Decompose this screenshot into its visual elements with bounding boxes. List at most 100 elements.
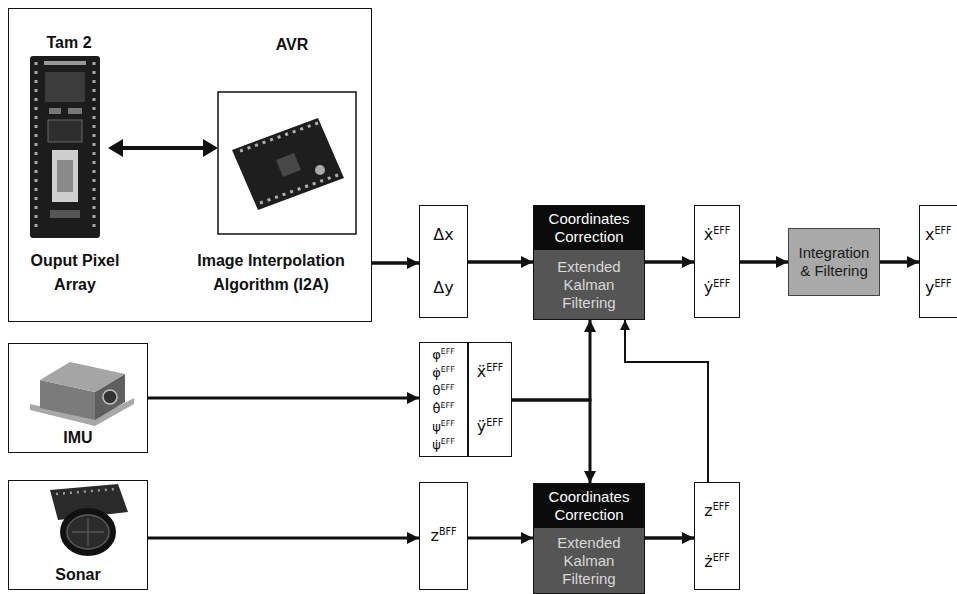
symbol-base: ψ <box>432 419 441 434</box>
superscript: EFF <box>934 279 951 290</box>
arrow-head <box>203 139 218 157</box>
superscript: EFF <box>713 279 730 290</box>
variable-label: żEFF <box>704 552 730 572</box>
pin-row <box>93 62 96 232</box>
symbol-base: φ <box>432 347 441 362</box>
link-line <box>120 146 206 150</box>
symbol-base: ż <box>704 552 712 571</box>
integration-box: Integration & Filtering <box>788 228 880 296</box>
superscript: EFF <box>713 552 730 563</box>
arrow-head <box>108 139 123 157</box>
part-heading: AVR <box>219 33 365 57</box>
superscript: EFF <box>441 383 455 392</box>
variable-label: ÿEFF <box>477 417 504 437</box>
pin-row <box>56 489 116 494</box>
superscript: EFF <box>441 401 455 410</box>
superscript: EFF <box>713 225 730 236</box>
block-body: Extended Kalman Filtering <box>534 250 644 319</box>
device-connector <box>103 390 117 404</box>
variable-label: zBFF <box>430 526 456 546</box>
variable-label: θ̇EFF <box>433 400 455 417</box>
flow-arrow <box>148 537 419 540</box>
superscript: EFF <box>486 363 503 374</box>
device-label: Sonar <box>9 565 147 585</box>
variable-label: φ̇EFF <box>432 364 454 381</box>
grill-line <box>87 518 89 546</box>
velocity-box: ẋEFFẏEFF <box>694 205 740 318</box>
variable-label: ẏEFF <box>704 278 731 298</box>
accel-box: ẍEFFÿEFF <box>468 342 512 457</box>
sonar-box: Sonar <box>8 480 148 590</box>
variable-label: zEFF <box>704 501 730 521</box>
flow-arrow <box>512 320 590 400</box>
board-chip <box>48 120 82 142</box>
variable-label: ψ̇EFF <box>432 436 454 453</box>
flow-arrow <box>148 397 419 400</box>
position-box: xEFFyEFF <box>919 205 957 318</box>
pin-row <box>240 123 318 151</box>
device-top <box>40 362 125 392</box>
flow-arrow <box>512 400 590 483</box>
part-heading: Tam 2 <box>19 31 119 55</box>
symbol-base: θ <box>433 383 441 398</box>
variable-label: ψEFF <box>432 418 454 435</box>
symbol-base: z <box>430 526 438 545</box>
variable-label: ẋEFF <box>704 225 731 245</box>
altitude-box: zEFFżEFF <box>694 482 740 590</box>
flow-arrow <box>880 260 919 264</box>
part-caption: Image Interpolation Algorithm (I2A) <box>173 249 369 297</box>
sensor-panel: Tam 2 AVR Ouput Pixel Array Image Interpola… <box>8 8 372 322</box>
imu-box: IMU <box>8 343 148 453</box>
superscript: BFF <box>439 526 457 537</box>
symbol-base: ẋ <box>704 225 713 244</box>
symbol-base: ÿ <box>477 417 486 436</box>
avr-board <box>218 92 356 234</box>
superscript: EFF <box>441 347 455 356</box>
flow-arrow <box>645 536 694 540</box>
symbol-base: φ̇ <box>432 365 441 380</box>
variable-label: ẍEFF <box>477 362 504 382</box>
avr-frame <box>218 92 356 234</box>
variable-label: θEFF <box>433 382 455 399</box>
block-body: Extended Kalman Filtering <box>534 528 644 593</box>
superscript: EFF <box>486 417 503 428</box>
superscript: EFF <box>441 438 455 447</box>
variable-label: φEFF <box>432 346 454 363</box>
ekf-box: Coordinates CorrectionExtended Kalman Fi… <box>533 483 645 594</box>
device-label: IMU <box>9 428 147 448</box>
link-arrow <box>108 139 218 157</box>
attitude-box: φEFFφ̇EFFθEFFθ̇EFFψEFFψ̇EFF <box>419 342 468 457</box>
superscript: EFF <box>934 225 951 236</box>
sonar-device <box>50 484 128 556</box>
board-part <box>68 108 82 114</box>
board-body <box>232 118 344 210</box>
variable-label: Δx <box>433 225 453 245</box>
symbol-base: θ̇ <box>433 401 441 416</box>
superscript: EFF <box>441 365 455 374</box>
block-header: Coordinates Correction <box>534 484 644 528</box>
flow-arrow <box>468 537 533 540</box>
variable-label: Δy <box>433 278 453 298</box>
sensor-lens <box>57 160 73 192</box>
delta-box: ΔxΔy <box>419 205 468 318</box>
imu-device <box>30 362 134 426</box>
flow-arrow <box>625 320 708 482</box>
sonar-grill <box>67 515 109 549</box>
part-caption: Ouput Pixel Array <box>15 249 135 297</box>
symbol-base: ψ̇ <box>432 437 441 452</box>
process-label: Integration & Filtering <box>793 244 875 280</box>
sensor-window <box>52 150 78 202</box>
symbol-base: ẍ <box>477 362 486 381</box>
flow-arrow <box>645 260 694 264</box>
board-body <box>30 56 100 238</box>
superscript: EFF <box>713 501 730 512</box>
variable-label: yEFF <box>925 278 952 298</box>
board-chip <box>45 72 85 102</box>
sonar-can <box>60 508 116 556</box>
board-part <box>50 210 80 218</box>
tam2-board <box>30 56 100 238</box>
symbol-base: ẏ <box>704 278 713 297</box>
